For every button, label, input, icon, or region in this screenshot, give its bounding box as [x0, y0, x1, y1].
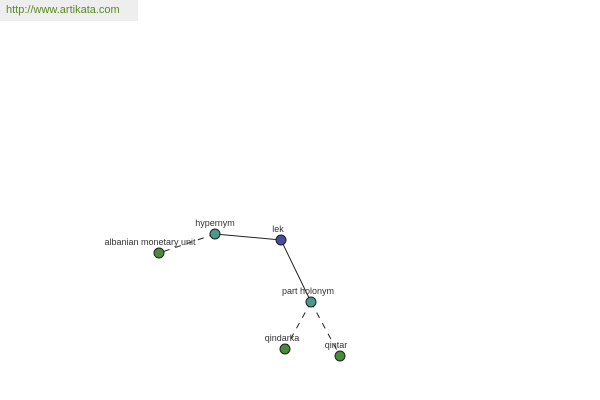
edge-partholonym-qindarka: [284, 301, 312, 350]
node-qindarka[interactable]: [279, 343, 291, 355]
label-qintar: qintar: [325, 340, 348, 350]
label-qindarka: qindarka: [265, 333, 300, 343]
label-lek: lek: [272, 224, 284, 234]
label-albanian-monetary-unit: albanian monetary unit: [104, 237, 196, 247]
node-qintar[interactable]: [334, 350, 346, 362]
edge-hypernym-albanian: [158, 233, 216, 254]
node-part-holonym[interactable]: [305, 296, 317, 308]
label-hypernym: hypernym: [195, 218, 235, 228]
edge-partholonym-qintar: [310, 301, 341, 357]
label-part-holonym: part holonym: [282, 286, 334, 296]
node-lek[interactable]: [275, 234, 287, 246]
node-hypernym[interactable]: [209, 228, 221, 240]
edge-lek-hypernym: [214, 233, 282, 241]
site-link[interactable]: http://www.artikata.com: [0, 0, 138, 21]
node-albanian-monetary-unit[interactable]: [153, 247, 165, 259]
edge-lek-partholonym: [280, 239, 312, 303]
